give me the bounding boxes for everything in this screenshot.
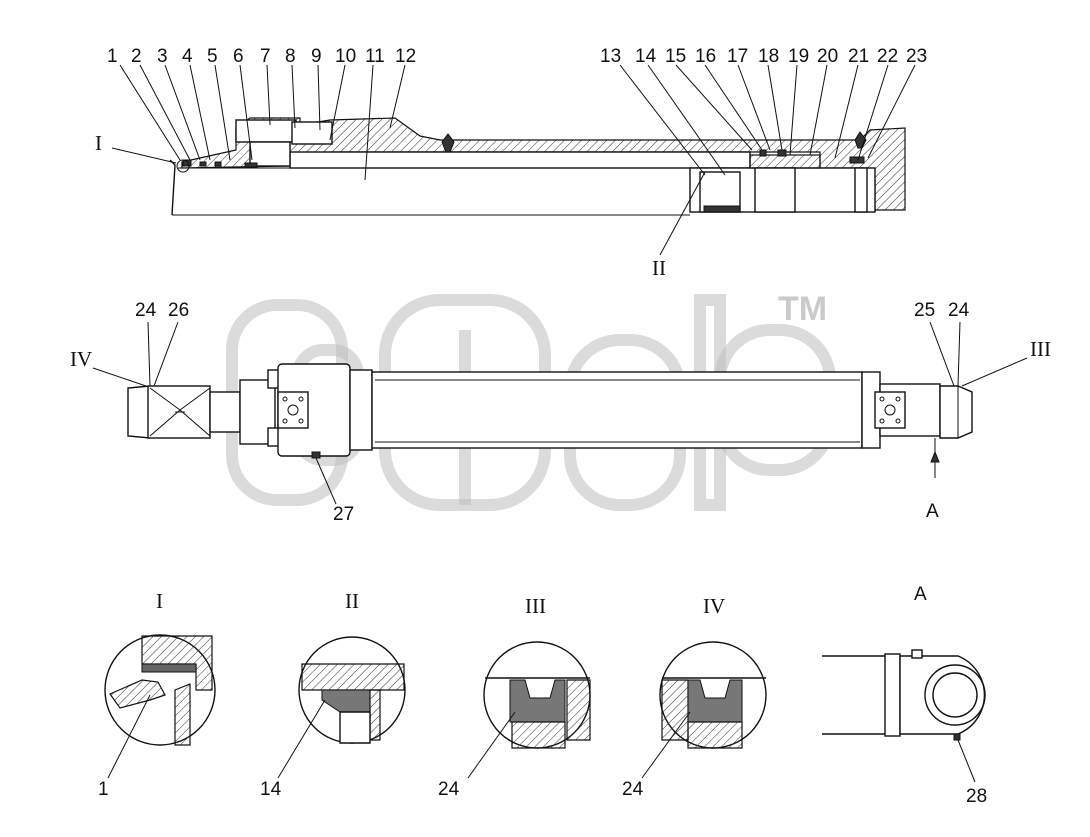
detail-IV: IV 24 — [622, 594, 767, 800]
label-side-25: 25 — [914, 300, 935, 321]
section-part-labels: 1 2 3 4 5 6 7 8 9 10 11 12 13 14 15 16 1… — [95, 46, 927, 280]
label-10: 10 — [335, 46, 356, 67]
side-leaders — [92, 321, 1028, 505]
label-7: 7 — [260, 46, 271, 67]
label-5: 5 — [207, 46, 218, 67]
label-11: 11 — [365, 46, 385, 67]
detail-III-part: 24 — [438, 779, 460, 800]
detail-II-part: 14 — [260, 779, 282, 800]
label-side-24-left: 24 — [135, 300, 157, 321]
view-arrow-A: A — [926, 501, 939, 522]
detail-III: III 24 — [438, 594, 591, 800]
label-18: 18 — [758, 46, 779, 67]
label-14: 14 — [635, 46, 657, 67]
detail-title-III: III — [525, 594, 546, 618]
label-2: 2 — [131, 46, 142, 67]
callout-II: II — [652, 256, 666, 280]
label-9: 9 — [311, 46, 322, 67]
label-20: 20 — [817, 46, 838, 67]
label-side-26: 26 — [168, 300, 189, 321]
label-13: 13 — [600, 46, 621, 67]
view-A-title: A — [914, 584, 927, 605]
label-side-24-right: 24 — [948, 300, 970, 321]
label-4: 4 — [182, 46, 193, 67]
label-15: 15 — [665, 46, 686, 67]
callout-I: I — [95, 131, 102, 155]
label-1: 1 — [107, 46, 118, 67]
side-labels: 24 26 25 24 27 IV III A — [70, 300, 1051, 525]
detail-title-I: I — [156, 589, 163, 613]
label-22: 22 — [877, 46, 898, 67]
label-16: 16 — [695, 46, 716, 67]
detail-I-part: 1 — [98, 779, 109, 800]
callout-III: III — [1030, 337, 1051, 361]
label-8: 8 — [285, 46, 296, 67]
label-23: 23 — [906, 46, 927, 67]
detail-I: I 1 — [98, 589, 216, 800]
label-side-27: 27 — [333, 504, 354, 525]
detail-title-IV: IV — [703, 594, 725, 618]
label-17: 17 — [727, 46, 748, 67]
view-A-part: 28 — [966, 786, 987, 807]
detail-II: II 14 — [260, 589, 406, 800]
label-3: 3 — [157, 46, 168, 67]
label-12: 12 — [395, 46, 416, 67]
label-21: 21 — [848, 46, 869, 67]
longitudinal-section — [169, 117, 906, 216]
watermark-trademark: TM — [778, 290, 827, 328]
detail-IV-part: 24 — [622, 779, 644, 800]
view-A: A 28 — [822, 584, 987, 807]
section-leaders — [111, 64, 916, 256]
callout-IV: IV — [70, 347, 92, 371]
label-6: 6 — [233, 46, 244, 67]
side-view — [127, 363, 973, 478]
label-19: 19 — [788, 46, 809, 67]
detail-title-II: II — [345, 589, 359, 613]
